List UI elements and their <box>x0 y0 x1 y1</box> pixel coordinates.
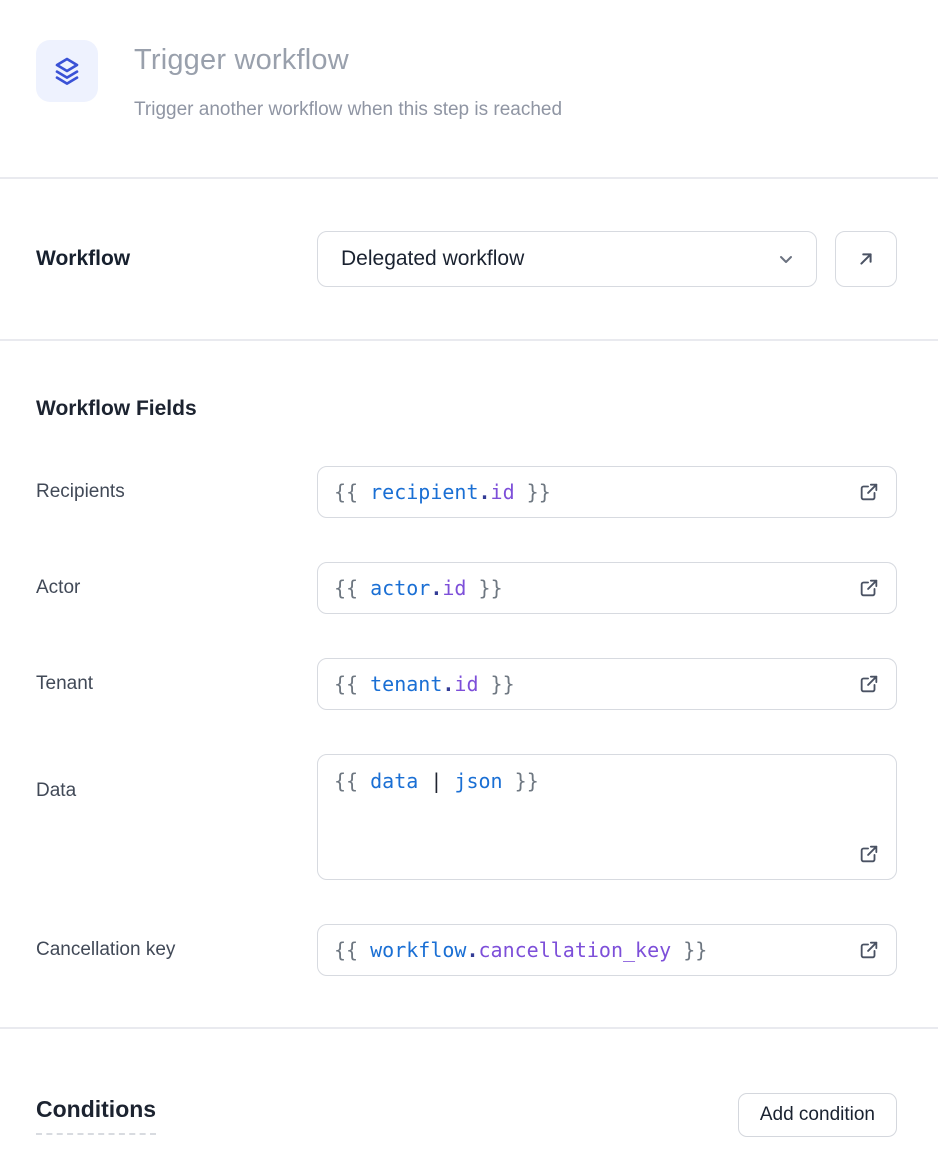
workflow-fields-heading: Workflow Fields <box>36 397 897 421</box>
step-subtitle: Trigger another workflow when this step … <box>134 98 562 122</box>
field-label-data: Data <box>36 754 317 802</box>
workflow-select-row: Workflow Delegated workflow <box>0 179 938 339</box>
field-label-actor: Actor <box>36 577 317 599</box>
arrow-up-right-icon <box>855 248 877 270</box>
workflow-label: Workflow <box>36 247 130 270</box>
field-input-recipients[interactable]: {{ recipient.id }} <box>317 466 897 518</box>
conditions-heading: Conditions <box>36 1096 156 1135</box>
field-value-code: {{ recipient.id }} <box>334 480 551 504</box>
field-value-code: {{ actor.id }} <box>334 576 503 600</box>
workflow-fields-list: Recipients {{ recipient.id }} Actor {{ a… <box>36 466 897 976</box>
external-link-icon[interactable] <box>858 843 880 865</box>
step-title-input[interactable]: Trigger workflow <box>134 42 562 78</box>
field-input-tenant[interactable]: {{ tenant.id }} <box>317 658 897 710</box>
field-value-code: {{ workflow.cancellation_key }} <box>334 938 707 962</box>
external-link-icon[interactable] <box>858 939 880 961</box>
field-label-cancellation-key: Cancellation key <box>36 939 317 961</box>
workflow-select[interactable]: Delegated workflow <box>317 231 817 287</box>
field-label-tenant: Tenant <box>36 673 317 695</box>
field-value-code: {{ data | json }} <box>334 769 539 793</box>
field-value-code: {{ tenant.id }} <box>334 672 515 696</box>
chevron-down-icon <box>776 249 796 269</box>
open-workflow-button[interactable] <box>835 231 897 287</box>
field-row-tenant: Tenant {{ tenant.id }} <box>36 658 897 710</box>
field-label-recipients: Recipients <box>36 481 317 503</box>
external-link-icon[interactable] <box>858 673 880 695</box>
field-input-cancellation-key[interactable]: {{ workflow.cancellation_key }} <box>317 924 897 976</box>
field-row-cancellation-key: Cancellation key {{ workflow.cancellatio… <box>36 924 897 976</box>
field-row-actor: Actor {{ actor.id }} <box>36 562 897 614</box>
add-condition-button[interactable]: Add condition <box>738 1093 897 1137</box>
external-link-icon[interactable] <box>858 481 880 503</box>
conditions-section: Conditions Add condition <box>0 1029 938 1137</box>
layers-icon <box>51 55 83 87</box>
step-header: Trigger workflow Trigger another workflo… <box>0 0 938 177</box>
trigger-workflow-step-icon-box <box>36 40 98 102</box>
workflow-select-value: Delegated workflow <box>341 247 776 271</box>
field-row-data: Data {{ data | json }} <box>36 754 897 880</box>
field-input-data[interactable]: {{ data | json }} <box>317 754 897 880</box>
field-input-actor[interactable]: {{ actor.id }} <box>317 562 897 614</box>
workflow-fields-section: Workflow Fields Recipients {{ recipient.… <box>0 341 938 1027</box>
external-link-icon[interactable] <box>858 577 880 599</box>
field-row-recipients: Recipients {{ recipient.id }} <box>36 466 897 518</box>
